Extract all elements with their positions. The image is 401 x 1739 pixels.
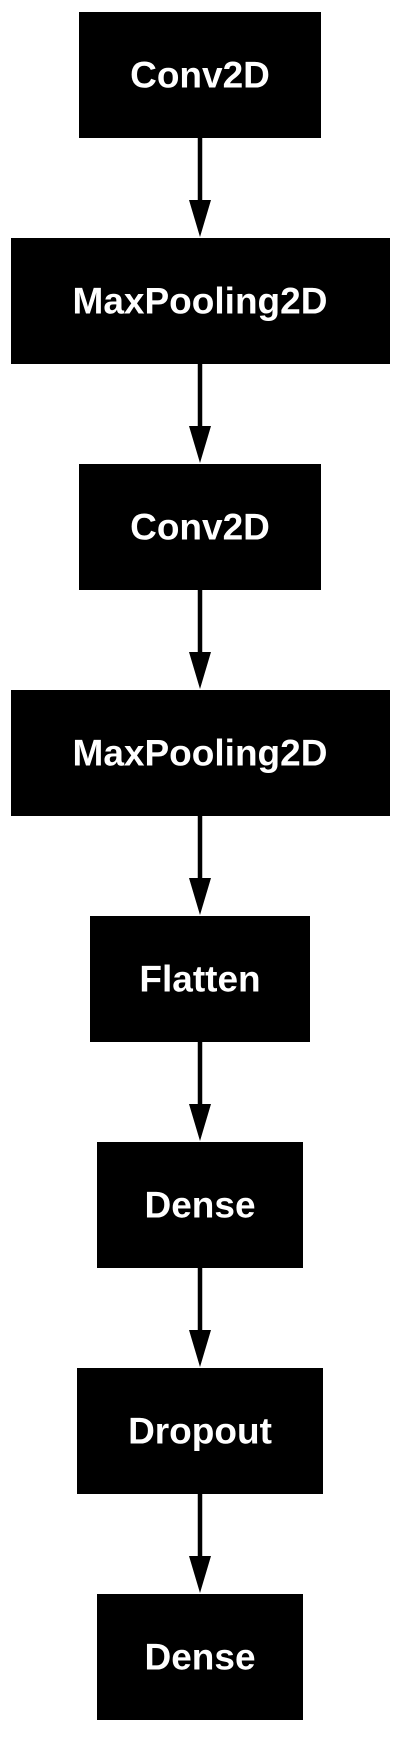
- edge-6-7: [189, 1494, 211, 1593]
- node-box: [97, 1142, 303, 1268]
- node-conv2d-1: Conv2D: [79, 12, 321, 138]
- node-dense-1: Dense: [97, 1142, 303, 1268]
- node-box: [90, 916, 310, 1042]
- arrowhead: [189, 426, 211, 463]
- node-dense-2: Dense: [97, 1594, 303, 1720]
- node-box: [79, 464, 321, 590]
- edge-1-2: [189, 364, 211, 463]
- edge-2-3: [189, 590, 211, 689]
- edge-0-1: [189, 138, 211, 237]
- node-label: Dense: [144, 1185, 255, 1226]
- node-conv2d-2: Conv2D: [79, 464, 321, 590]
- node-maxpooling2d-1: MaxPooling2D: [11, 238, 390, 364]
- arrowhead: [189, 1104, 211, 1141]
- arrowhead: [189, 1330, 211, 1367]
- arrowhead: [189, 878, 211, 915]
- arrowhead: [189, 200, 211, 237]
- arrowhead: [189, 652, 211, 689]
- edge-5-6: [189, 1268, 211, 1367]
- node-label: Flatten: [139, 959, 260, 1000]
- node-box: [77, 1368, 323, 1494]
- node-maxpooling2d-2: MaxPooling2D: [11, 690, 390, 816]
- edge-4-5: [189, 1042, 211, 1141]
- node-label: Dropout: [128, 1411, 272, 1452]
- node-box: [11, 690, 390, 816]
- node-box: [11, 238, 390, 364]
- node-label: Conv2D: [130, 55, 270, 96]
- node-dropout: Dropout: [77, 1368, 323, 1494]
- arrowhead: [189, 1556, 211, 1593]
- node-label: MaxPooling2D: [73, 733, 328, 774]
- node-label: Dense: [144, 1637, 255, 1678]
- node-box: [79, 12, 321, 138]
- node-label: Conv2D: [130, 507, 270, 548]
- node-label: MaxPooling2D: [73, 281, 328, 322]
- edge-3-4: [189, 816, 211, 915]
- node-box: [97, 1594, 303, 1720]
- node-flatten: Flatten: [90, 916, 310, 1042]
